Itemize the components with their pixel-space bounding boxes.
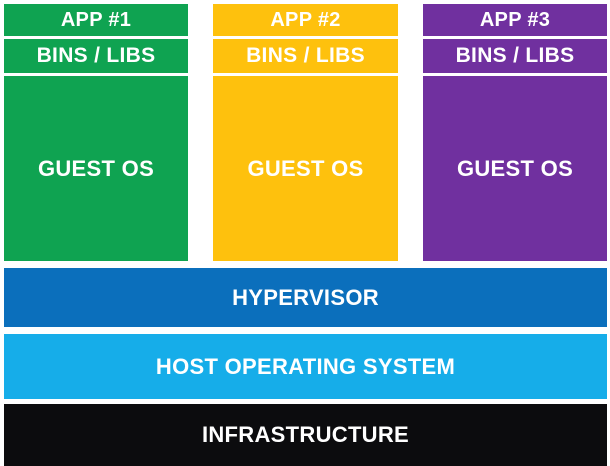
hypervisor-layer: HYPERVISOR [4, 268, 607, 327]
guest-os-section-1: GUEST OS [4, 76, 188, 261]
guest-os-label-2: GUEST OS [247, 155, 364, 181]
hypervisor-label: HYPERVISOR [232, 284, 379, 310]
vm-columns-row: APP #1 BINS / LIBS GUEST OS APP #2 BINS … [4, 4, 607, 261]
guest-os-section-3: GUEST OS [423, 76, 607, 261]
app-section-3: APP #3 [423, 4, 607, 36]
bins-libs-section-1: BINS / LIBS [4, 39, 188, 73]
bins-libs-label-3: BINS / LIBS [455, 44, 575, 67]
guest-os-section-2: GUEST OS [213, 76, 398, 261]
app-label-1: APP #1 [60, 8, 132, 31]
bins-libs-label-2: BINS / LIBS [246, 44, 365, 67]
vm-column-1: APP #1 BINS / LIBS GUEST OS [4, 4, 188, 261]
guest-os-label-1: GUEST OS [37, 155, 155, 181]
infrastructure-layer: INFRASTRUCTURE [4, 404, 607, 466]
infrastructure-label: INFRASTRUCTURE [201, 422, 410, 447]
bins-libs-section-3: BINS / LIBS [423, 39, 607, 73]
vm-column-3: APP #3 BINS / LIBS GUEST OS [423, 4, 607, 261]
host-operating-system-label: HOST OPERATING SYSTEM [155, 353, 456, 379]
host-operating-system-layer: HOST OPERATING SYSTEM [4, 334, 607, 399]
bins-libs-label-1: BINS / LIBS [36, 44, 156, 67]
app-label-2: APP #2 [270, 8, 341, 31]
vm-column-2: APP #2 BINS / LIBS GUEST OS [213, 4, 398, 261]
app-section-1: APP #1 [4, 4, 188, 36]
app-label-3: APP #3 [479, 8, 551, 31]
bins-libs-section-2: BINS / LIBS [213, 39, 398, 73]
app-section-2: APP #2 [213, 4, 398, 36]
guest-os-label-3: GUEST OS [456, 155, 574, 181]
